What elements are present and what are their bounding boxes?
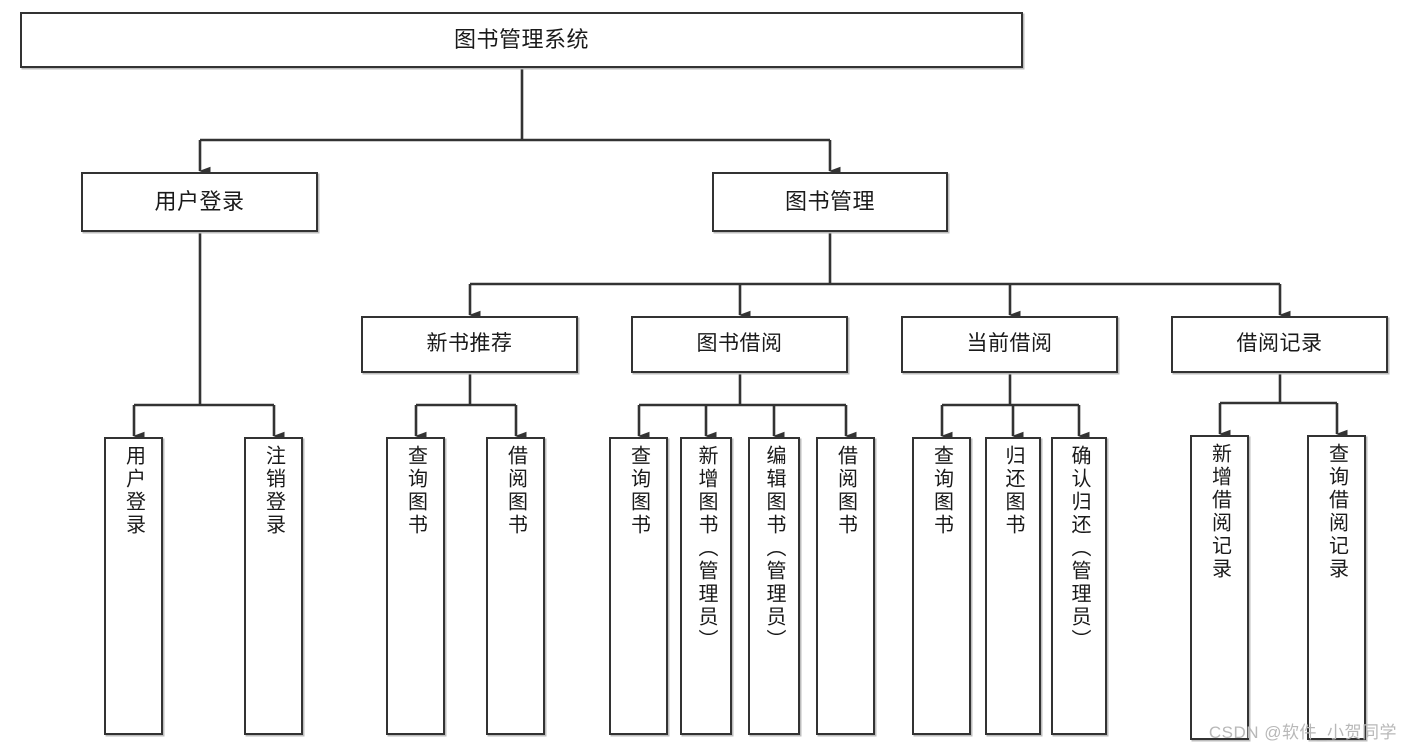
node-label: 新书推荐 — [426, 332, 513, 356]
node-label: 查询图书 — [627, 445, 650, 537]
node-label: 新增借阅记录 — [1208, 443, 1231, 581]
node-leaf-bb-edit: 编辑图书（管理员） — [748, 437, 800, 735]
node-label: 编辑图书（管理员） — [763, 445, 785, 652]
node-leaf-bb-borrow: 借阅图书 — [816, 437, 875, 735]
node-label: 图书管理系统 — [453, 27, 589, 53]
node-label: 借阅图书 — [504, 445, 527, 537]
node-label: 用户登录 — [154, 189, 245, 215]
node-leaf-bb-add: 新增图书（管理员） — [680, 437, 732, 735]
node-label: 归还图书 — [1002, 445, 1024, 537]
node-label: 图书管理 — [784, 189, 875, 215]
node-cur-borrow: 当前借阅 — [901, 316, 1118, 373]
node-book-borrow: 图书借阅 — [631, 316, 848, 373]
node-new-book-rec: 新书推荐 — [361, 316, 578, 373]
node-leaf-br-query: 查询借阅记录 — [1307, 435, 1366, 740]
node-label: 查询图书 — [930, 445, 953, 537]
node-leaf-cb-query: 查询图书 — [912, 437, 971, 735]
node-leaf-user-login: 用户登录 — [104, 437, 163, 735]
node-user-login: 用户登录 — [81, 172, 318, 232]
node-label: 借阅记录 — [1236, 332, 1323, 356]
node-label: 新增图书（管理员） — [695, 445, 717, 652]
node-leaf-cb-return: 归还图书 — [985, 437, 1041, 735]
node-leaf-cb-confirm: 确认归还（管理员） — [1051, 437, 1107, 735]
node-borrow-rec: 借阅记录 — [1171, 316, 1388, 373]
node-leaf-rec-borrow: 借阅图书 — [486, 437, 545, 735]
node-leaf-user-logout: 注销登录 — [244, 437, 303, 735]
node-leaf-rec-query: 查询图书 — [386, 437, 445, 735]
node-label: 查询借阅记录 — [1325, 443, 1348, 581]
node-leaf-bb-query: 查询图书 — [609, 437, 668, 735]
node-label: 当前借阅 — [966, 332, 1053, 356]
node-label: 确认归还（管理员） — [1068, 445, 1090, 652]
node-label: 借阅图书 — [834, 445, 857, 537]
node-label: 查询图书 — [404, 445, 427, 537]
node-leaf-br-add: 新增借阅记录 — [1190, 435, 1249, 740]
node-root: 图书管理系统 — [20, 12, 1023, 68]
node-label: 用户登录 — [122, 445, 145, 537]
node-book-manage: 图书管理 — [712, 172, 948, 232]
node-label: 注销登录 — [262, 445, 285, 537]
node-label: 图书借阅 — [696, 332, 783, 356]
